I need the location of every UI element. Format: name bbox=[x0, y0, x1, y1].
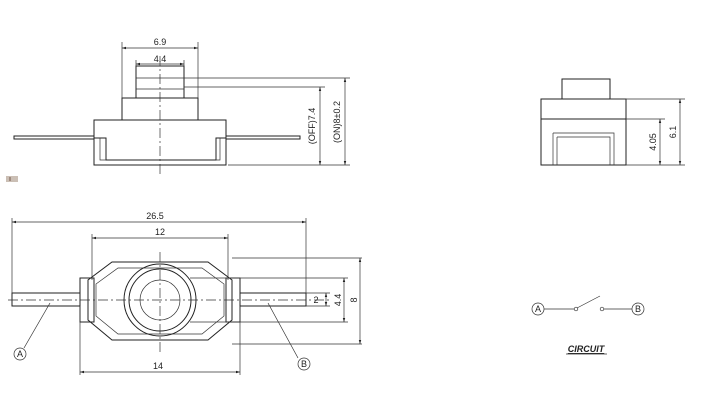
circuit-terminal-b: B bbox=[635, 304, 641, 314]
front-view: 6.9 4.4 (OFF)7.4 (ON)8±0.2 bbox=[13, 37, 350, 175]
circuit-symbol: A B CIRCUIT bbox=[531, 295, 645, 355]
on-height-dim: (ON)8±0.2 bbox=[332, 101, 342, 143]
front-width-dim: 6.9 bbox=[154, 37, 167, 47]
overall-length-dim: 26.5 bbox=[146, 211, 164, 221]
circuit-caption: CIRCUIT bbox=[568, 344, 606, 354]
circuit-terminal-a: A bbox=[535, 304, 541, 314]
pin-width-dim: 2 bbox=[313, 295, 318, 305]
top-view: 26.5 12 14 2 4.4 8 A B bbox=[8, 211, 362, 375]
top-actuator-dim: 4.4 bbox=[333, 294, 343, 307]
pin-span-dim: 14 bbox=[153, 361, 163, 371]
terminal-b-label: B bbox=[301, 359, 307, 369]
front-actuator-dim: 4.4 bbox=[154, 54, 167, 64]
off-height-dim: (OFF)7.4 bbox=[307, 108, 317, 145]
terminal-a-label: A bbox=[17, 349, 23, 359]
top-height-dim: 8 bbox=[349, 297, 359, 302]
stray-mark bbox=[6, 176, 18, 182]
body-width-dim: 12 bbox=[155, 227, 165, 237]
side-view: 4.05 6.1 bbox=[540, 78, 685, 166]
side-total-height-dim: 6.1 bbox=[668, 126, 678, 139]
side-body-height-dim: 4.05 bbox=[648, 133, 658, 151]
